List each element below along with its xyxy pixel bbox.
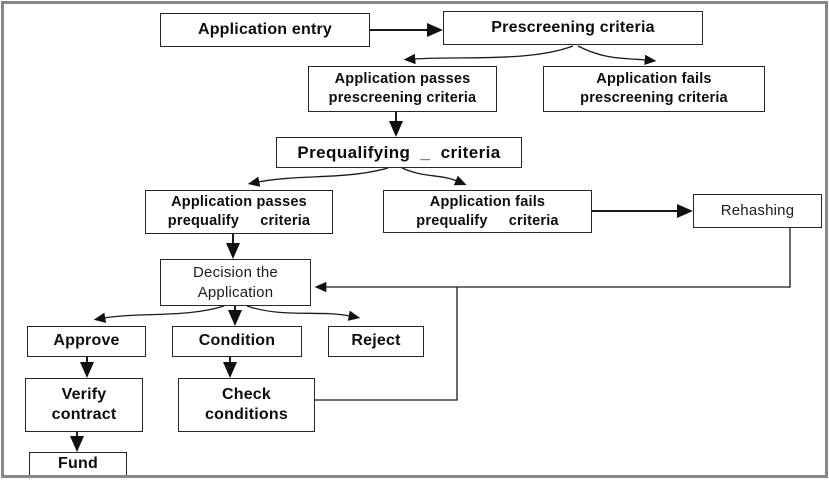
node-prescreening-criteria: Prescreening criteria	[443, 11, 703, 45]
node-decision-the-application: Decision the Application	[160, 259, 311, 306]
node-check-conditions: Check conditions	[178, 378, 315, 432]
node-passes-prescreening: Application passes prescreening criteria	[308, 66, 497, 112]
node-reject: Reject	[328, 326, 424, 357]
node-approve: Approve	[27, 326, 146, 357]
node-application-entry: Application entry	[160, 13, 370, 47]
node-rehashing: Rehashing	[693, 194, 822, 228]
node-condition: Condition	[172, 326, 302, 357]
node-fund: Fund	[29, 452, 127, 477]
node-prequalifying-criteria: Prequalifying _ criteria	[276, 137, 522, 168]
node-fails-prescreening: Application fails prescreening criteria	[543, 66, 765, 112]
node-passes-prequalify: Application passes prequalify criteria	[145, 190, 333, 234]
node-fails-prequalify: Application fails prequalify criteria	[383, 190, 592, 233]
node-verify-contract: Verify contract	[25, 378, 143, 432]
